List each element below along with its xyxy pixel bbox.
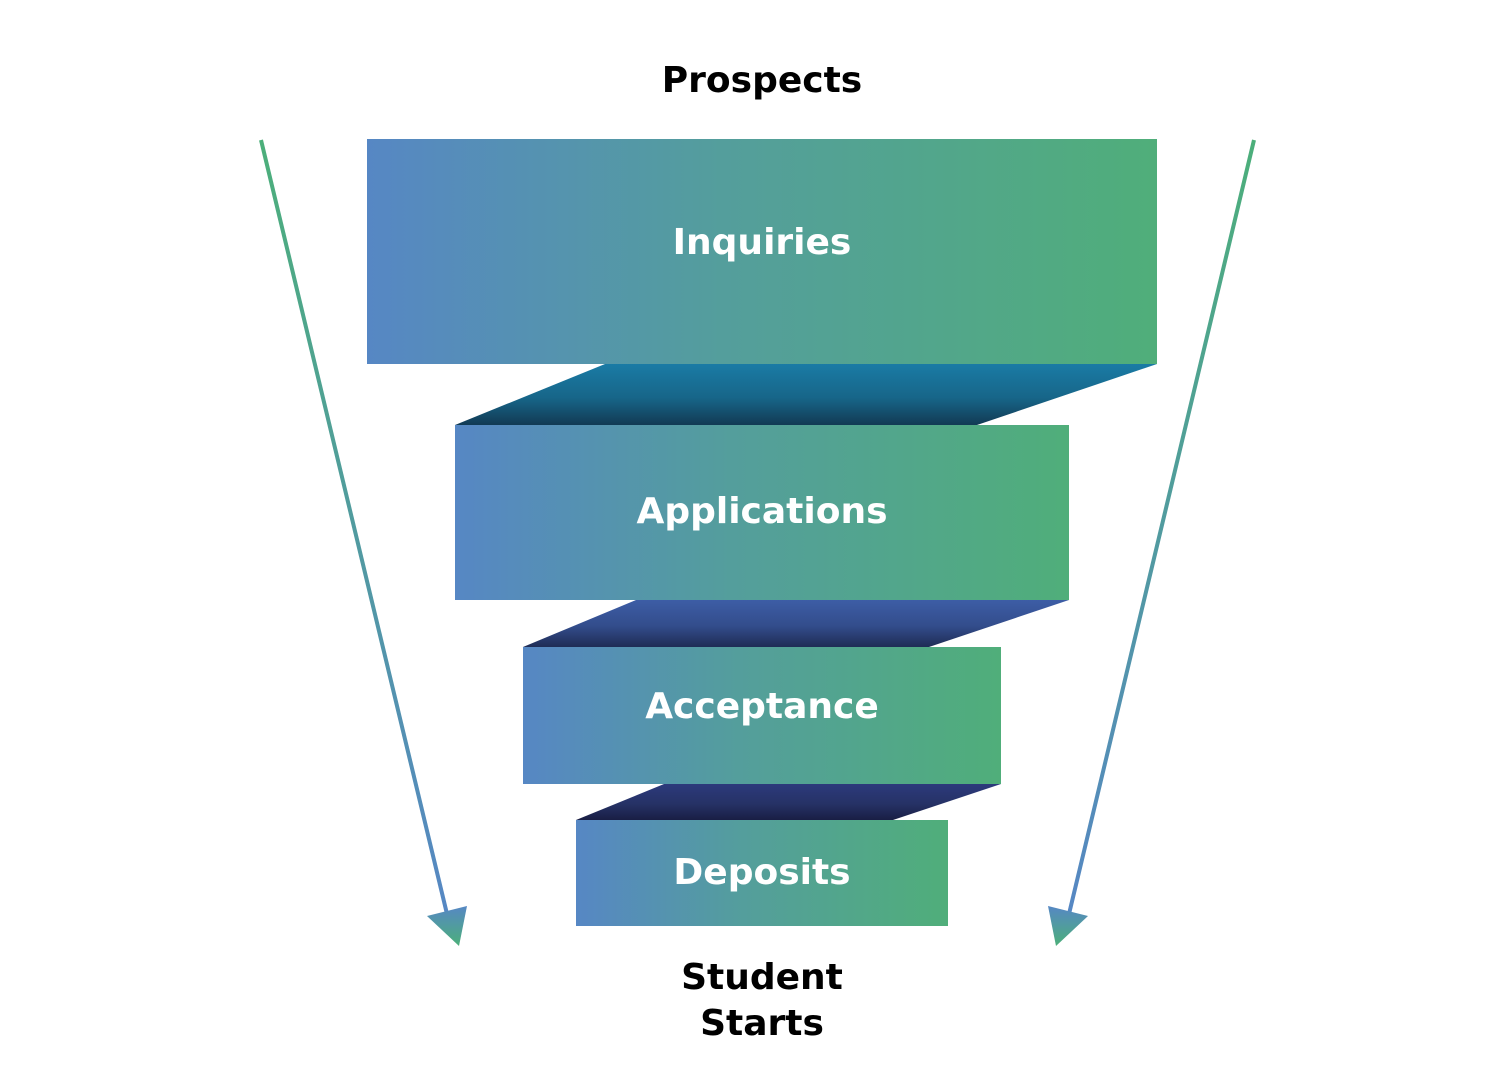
footer-line-1: Student <box>681 957 843 998</box>
stage-label: Inquiries <box>673 222 852 263</box>
connector-applications-acceptance <box>523 600 1069 647</box>
stage-bar <box>367 139 1157 364</box>
stage-bar <box>455 425 1069 600</box>
left-arrowhead-icon <box>427 906 467 946</box>
connector-inquiries-applications <box>455 364 1157 425</box>
stage-label: Acceptance <box>645 686 879 727</box>
left-arrow <box>259 139 467 946</box>
stage-inquiries: Inquiries <box>367 139 1157 364</box>
stage-applications: Applications <box>455 425 1069 600</box>
left-arrow-shaft <box>259 139 449 915</box>
right-arrow-shaft <box>1067 139 1256 915</box>
stage-label: Applications <box>636 491 887 532</box>
funnel-title: Prospects <box>662 60 862 101</box>
connector-acceptance-deposits <box>576 784 1001 820</box>
stage-bar <box>576 820 948 926</box>
stage-label: Deposits <box>673 852 850 893</box>
stage-deposits: Deposits <box>576 820 948 926</box>
footer-line-2: Starts <box>700 1003 824 1044</box>
stage-bar <box>523 647 1001 784</box>
stage-acceptance: Acceptance <box>523 647 1001 784</box>
right-arrowhead-icon <box>1048 906 1088 946</box>
right-arrow <box>1048 139 1256 946</box>
